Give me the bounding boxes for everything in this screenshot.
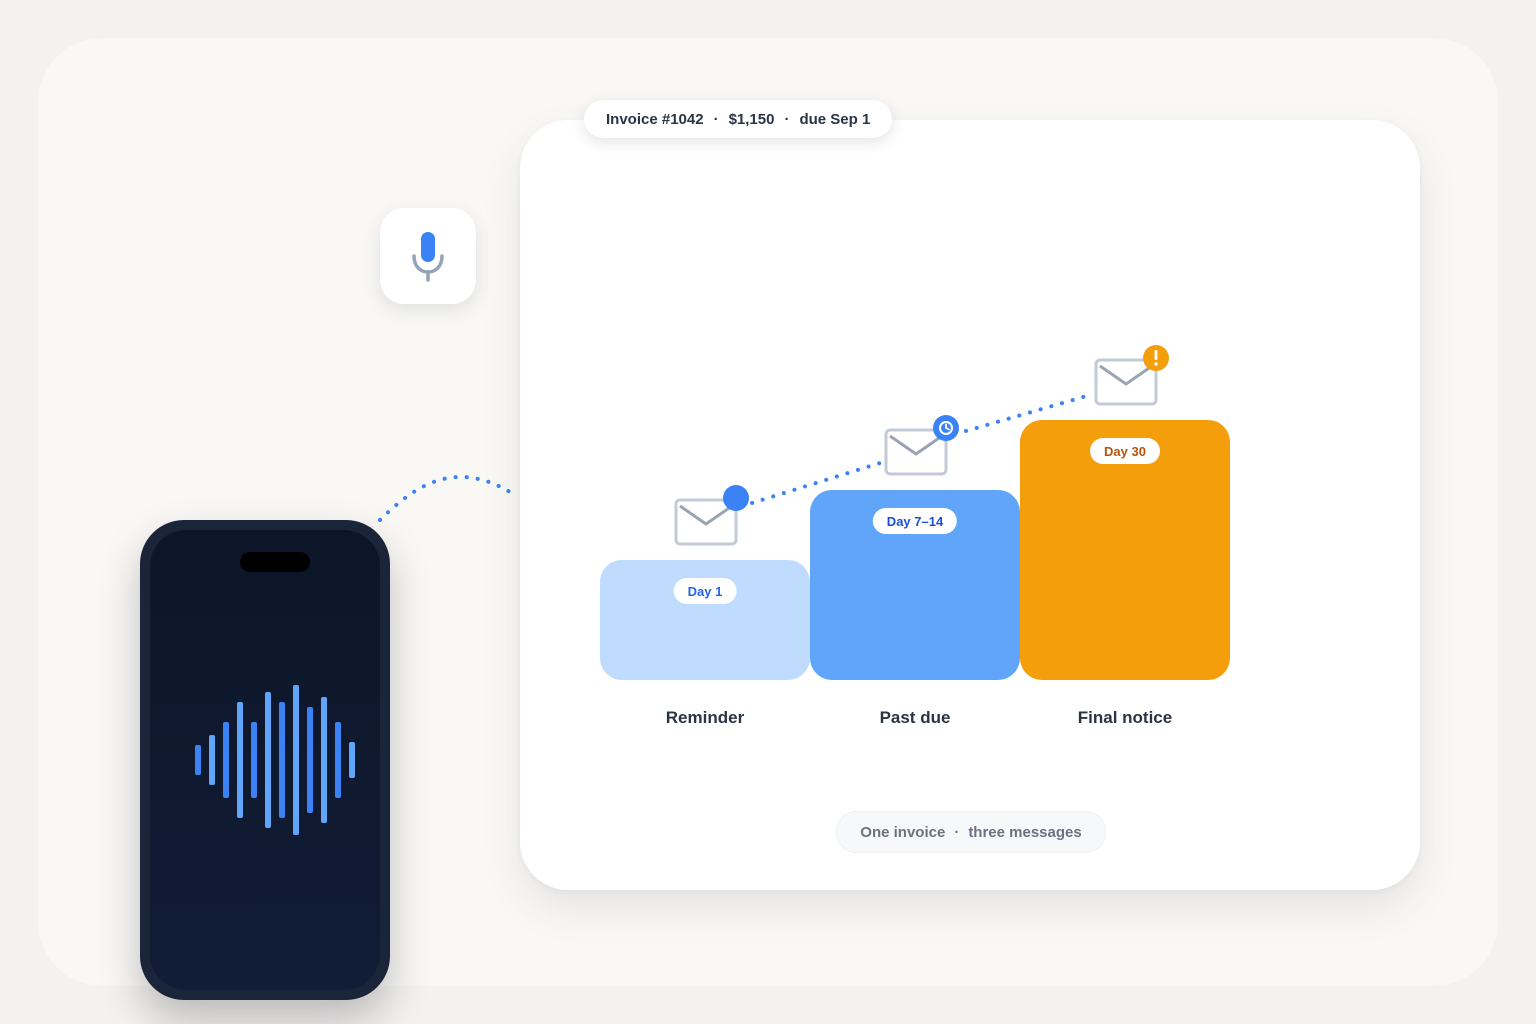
stage-name: Final notice: [1077, 708, 1173, 727]
waveform-bar: [279, 702, 285, 818]
escalation-trend-line: [750, 393, 1092, 505]
status-dot: [723, 485, 749, 511]
exclamation-icon: [1143, 345, 1169, 371]
envelope-icon: [1094, 345, 1169, 406]
separator: ·: [713, 110, 719, 128]
waveform-bar: [321, 697, 327, 823]
waveform-bar: [349, 742, 355, 778]
invoice-number: Invoice #1042: [606, 110, 704, 128]
stage-name: Reminder: [665, 708, 745, 727]
summary-right: three messages: [968, 823, 1082, 841]
stage-day-badge: Day 1: [673, 578, 737, 604]
microphone-icon: [412, 232, 444, 282]
waveform-bar: [237, 702, 243, 818]
summary-left: One invoice: [860, 823, 946, 841]
microphone-button[interactable]: [380, 208, 476, 304]
waveform-bar: [195, 745, 201, 775]
envelope-icon: [884, 415, 959, 476]
separator: ·: [784, 110, 790, 128]
envelope-icon: [674, 485, 749, 546]
waveform-bar: [265, 692, 271, 828]
waveform-bar: [293, 685, 299, 835]
waveform-bar: [223, 722, 229, 798]
summary-pill: One invoice · three messages: [836, 811, 1106, 853]
invoice-summary-pill: Invoice #1042 · $1,150 · due Sep 1: [584, 100, 893, 138]
stage-day-badge: Day 30: [1090, 438, 1160, 464]
stage-day-badge: Day 7–14: [872, 508, 958, 534]
phone-screen: [150, 530, 380, 990]
phone: [140, 520, 390, 1000]
voice-waveform: [195, 685, 355, 835]
waveform-bar: [307, 707, 313, 813]
waveform-bar: [335, 722, 341, 798]
invoice-due-date: due Sep 1: [799, 110, 871, 128]
invoice-amount: $1,150: [728, 110, 775, 128]
clock-icon: [933, 415, 959, 441]
waveform-bar: [251, 722, 257, 798]
phone-notch: [240, 552, 310, 572]
stage-name: Past due: [879, 708, 951, 727]
waveform-bar: [209, 735, 215, 785]
separator: ·: [954, 823, 960, 841]
